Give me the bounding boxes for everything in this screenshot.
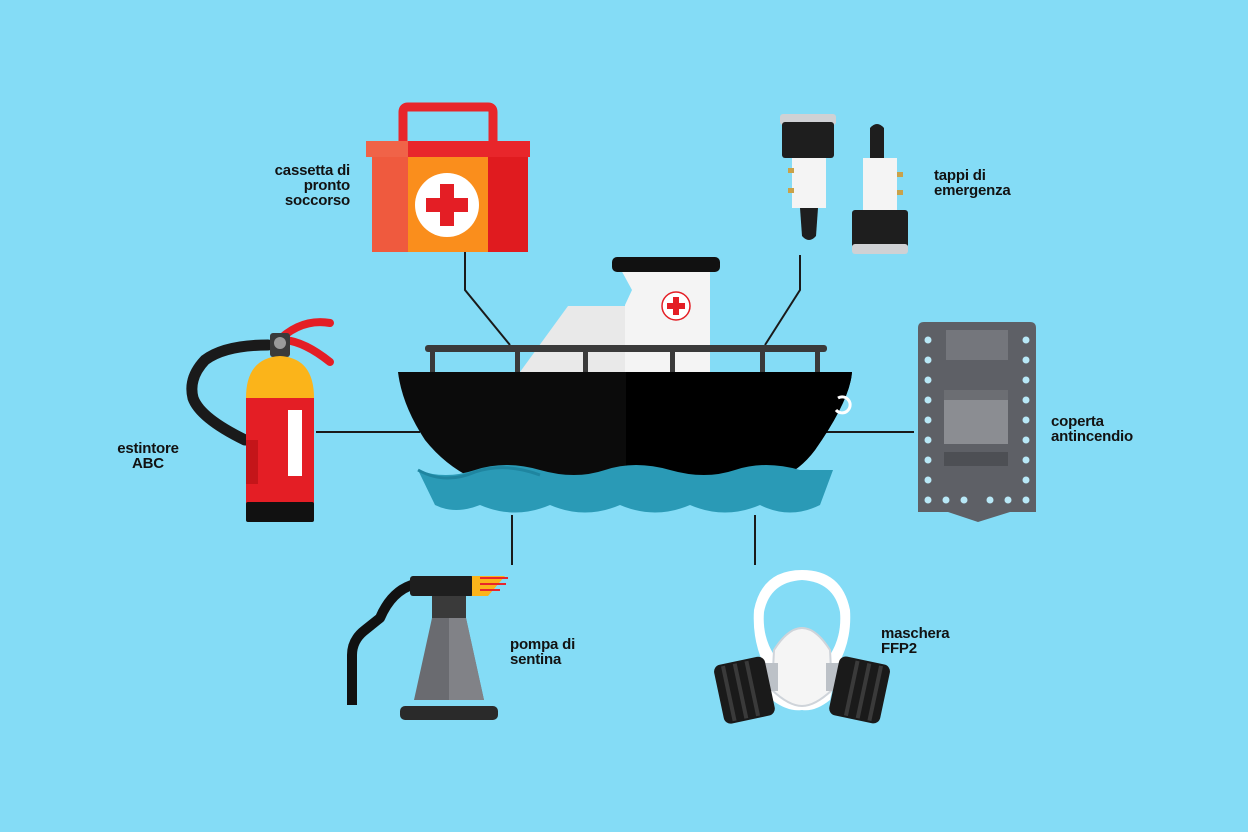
label-blanket-line-2: antincendio bbox=[1051, 428, 1133, 445]
label-blanket-line-1: coperta bbox=[1051, 413, 1104, 430]
label-first-aid-line-2: pronto bbox=[303, 177, 350, 194]
label-plugs-line-1: tappi di bbox=[934, 167, 986, 184]
label-pump-line-2: sentina bbox=[510, 651, 562, 668]
label-first-aid-kit: cassetta di pronto soccorso bbox=[230, 162, 351, 209]
label-mask-line-1: maschera bbox=[881, 625, 950, 642]
label-fire-blanket: coperta antincendio bbox=[1051, 414, 1201, 444]
label-bilge-pump: pompa di sentina bbox=[510, 637, 630, 667]
bilge-pump-icon bbox=[347, 576, 508, 720]
connector-plugs bbox=[764, 255, 801, 346]
label-respirator-mask: maschera FFP2 bbox=[881, 626, 1001, 656]
label-pump-line-1: pompa di bbox=[510, 636, 576, 653]
boat-icon bbox=[398, 257, 852, 513]
label-extinguisher-line-2: ABC bbox=[132, 455, 164, 472]
label-mask-line-2: FFP2 bbox=[881, 640, 917, 657]
label-emergency-plugs: tappi di emergenza bbox=[934, 168, 1074, 198]
fire-extinguisher-icon bbox=[186, 318, 334, 522]
first-aid-kit-icon bbox=[366, 102, 530, 252]
connector-first-aid bbox=[464, 252, 511, 346]
label-plugs-line-2: emergenza bbox=[934, 182, 1011, 199]
connector-lines bbox=[316, 252, 914, 565]
label-first-aid-line-3: soccorso bbox=[284, 192, 350, 209]
emergency-plugs-icon bbox=[780, 114, 908, 254]
respirator-mask-icon bbox=[714, 570, 890, 724]
label-first-aid-line-1: cassetta di bbox=[274, 162, 351, 179]
label-fire-extinguisher: estintore ABC bbox=[100, 441, 196, 471]
fire-blanket-icon bbox=[918, 322, 1036, 522]
label-extinguisher-line-1: estintore bbox=[117, 440, 179, 457]
